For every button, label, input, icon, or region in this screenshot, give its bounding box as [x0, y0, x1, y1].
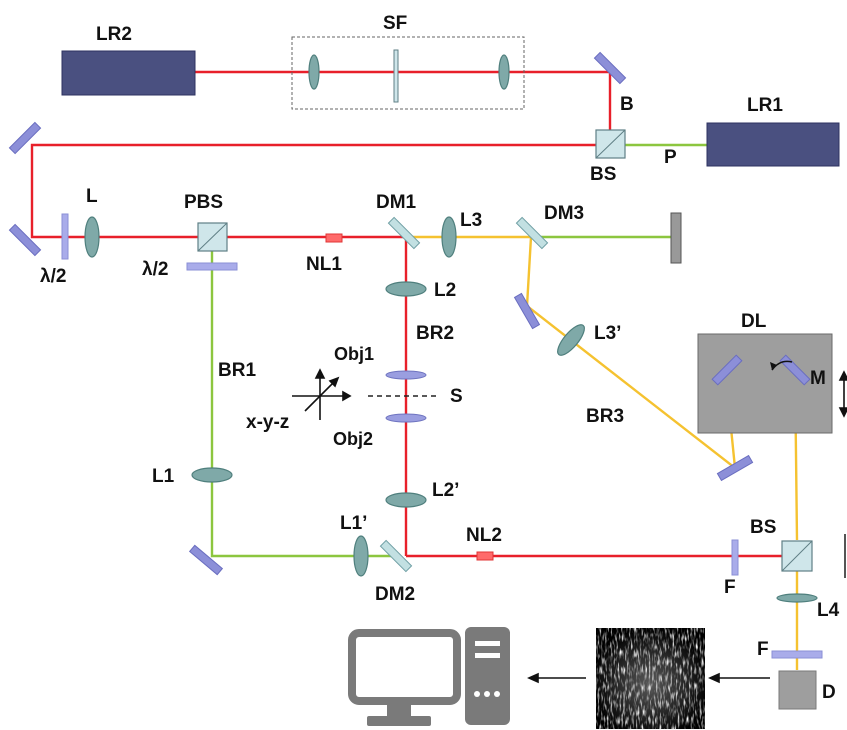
label-bs-bottom: BS [750, 517, 776, 538]
delay-line-box [697, 333, 833, 434]
mirror-top-left [8, 121, 42, 155]
label-m: M [810, 368, 826, 389]
polarizing-beam-splitter [197, 222, 228, 252]
label-dm3: DM3 [544, 203, 584, 224]
beam-br1 [210, 250, 392, 558]
spatial-filter-box [291, 36, 525, 110]
label-f-right: F [757, 639, 769, 660]
dichroic-mirror-dm3 [515, 216, 549, 250]
translation-arrow-icon [838, 370, 847, 418]
label-l3: L3 [460, 210, 482, 231]
mirror-br3-upper [513, 292, 541, 330]
label-p: P [664, 147, 677, 168]
beam-splitter-top [595, 129, 626, 159]
filter-left [731, 539, 739, 576]
label-half-wave-left: λ/2 [40, 266, 66, 287]
beam-lr2-to-b [195, 70, 612, 130]
label-l2: L2 [434, 280, 456, 301]
nonlinear-crystal-nl2 [476, 551, 494, 561]
label-dm2: DM2 [375, 584, 415, 605]
lens-l3 [441, 216, 457, 258]
label-b: B [620, 94, 634, 115]
sf-pinhole [393, 49, 399, 103]
label-obj1: Obj1 [334, 344, 374, 364]
filter-right [771, 650, 823, 659]
dichroic-mirror-dm1 [387, 216, 421, 250]
lens-l1-prime [353, 535, 369, 577]
label-dm1: DM1 [376, 192, 417, 213]
detector-box [778, 670, 817, 710]
laser-lr2 [61, 50, 196, 96]
computer-icon [348, 627, 510, 726]
half-wave-plate-left [61, 213, 69, 260]
label-l: L [86, 186, 98, 207]
sf-lens-left [308, 54, 320, 90]
sf-lens-right [498, 54, 510, 90]
label-l4: L4 [817, 600, 840, 621]
mirror-br3-lower [716, 454, 754, 482]
delay-mirror-right [779, 354, 811, 386]
label-nl1: NL1 [306, 254, 342, 275]
label-nl2: NL2 [466, 525, 502, 546]
dichroic-mirror-dm2 [379, 539, 413, 573]
half-wave-plate-pbs [186, 262, 238, 271]
label-br3: BR3 [586, 406, 624, 427]
label-l3-prime: L3’ [594, 323, 621, 344]
label-dl: DL [741, 311, 767, 332]
laser-lr1 [706, 122, 840, 167]
speckle-image [596, 628, 705, 729]
label-xyz: x-y-z [246, 412, 289, 433]
beam-splitter-bottom [781, 540, 813, 572]
label-l1: L1 [152, 466, 175, 487]
label-l2-prime: L2’ [432, 480, 459, 501]
arrow-left-icon-2 [527, 672, 586, 684]
delay-mirror-left [711, 354, 743, 386]
label-lr1: LR1 [747, 95, 783, 116]
rotation-arrow-head [770, 362, 777, 370]
label-bs-top: BS [590, 164, 616, 185]
mirror-br1-bottom [188, 544, 224, 576]
lens-l2-prime [385, 492, 427, 508]
label-f-left: F [724, 577, 736, 598]
label-obj2: Obj2 [333, 429, 373, 449]
mirror-b [593, 51, 627, 85]
green-beams [210, 143, 707, 558]
label-pbs: PBS [184, 192, 223, 213]
mirror-bottom-left [8, 223, 42, 257]
label-d: D [822, 682, 836, 703]
beam-block-right [670, 212, 682, 264]
lens-l3-prime [557, 324, 585, 356]
lens-l4 [776, 593, 818, 603]
label-s: S [450, 386, 463, 407]
label-sf: SF [383, 13, 407, 34]
yellow-beams [411, 235, 799, 670]
xyz-stage-axes [292, 368, 352, 420]
label-l1-prime: L1’ [340, 513, 367, 534]
objective-obj2 [385, 413, 427, 423]
label-lr2: LR2 [96, 24, 132, 45]
lens-l [84, 216, 100, 258]
label-half-wave-pbs: λ/2 [142, 259, 168, 280]
arrow-left-icon [708, 672, 770, 684]
nonlinear-crystal-nl1 [325, 233, 343, 243]
label-br1: BR1 [218, 360, 256, 381]
lens-l1 [191, 467, 233, 483]
lens-l2 [385, 281, 427, 297]
label-br2: BR2 [416, 323, 454, 344]
objective-obj1 [385, 370, 427, 380]
